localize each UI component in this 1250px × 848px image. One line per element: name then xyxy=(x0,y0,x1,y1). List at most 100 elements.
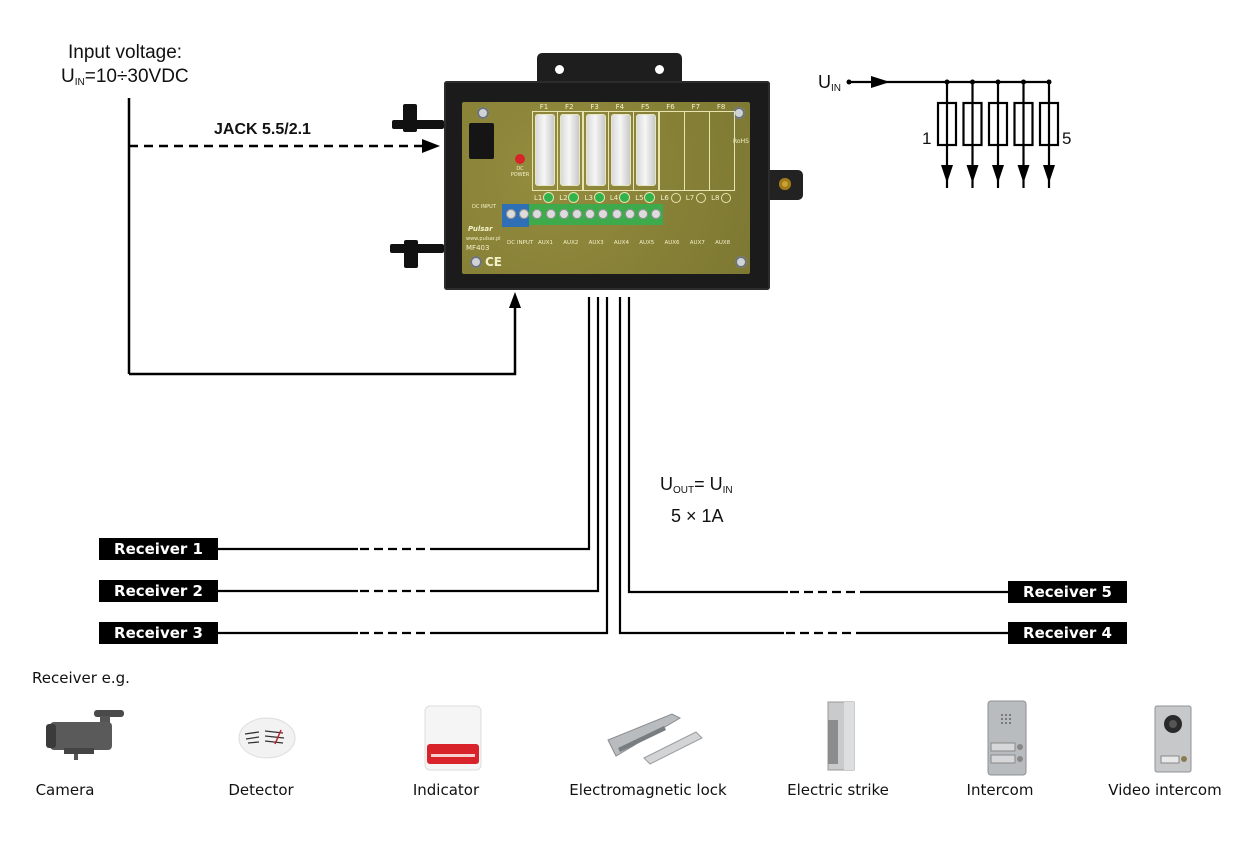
fuse-resistor-symbol xyxy=(1038,101,1060,147)
board-screw xyxy=(735,256,747,268)
aux-output-label: AUX2 xyxy=(563,240,579,246)
output-arrow-icon xyxy=(941,165,953,183)
led-on xyxy=(594,193,604,202)
power-led xyxy=(515,154,525,164)
example-label-indicator: Indicator xyxy=(412,781,480,799)
aux-output-label: AUX3 xyxy=(588,240,604,246)
fuse-label: F1 xyxy=(539,103,549,111)
output-wire-5 xyxy=(627,297,1008,594)
board-screw xyxy=(477,107,489,119)
glass-fuse xyxy=(585,114,606,186)
terminal-screw xyxy=(506,209,516,219)
fuse-resistor-symbol xyxy=(936,101,958,147)
schematic-uin-label: UIN xyxy=(818,72,841,94)
terminal-screw xyxy=(572,209,582,219)
detector-icon xyxy=(238,717,296,759)
wire-breaks xyxy=(358,545,868,637)
output-wire-1 xyxy=(218,297,591,551)
input-voltage-value: UIN=10÷30VDC xyxy=(61,66,189,88)
mounting-hole xyxy=(655,65,664,74)
fuse-resistor-symbol xyxy=(987,101,1009,147)
schematic-first-channel: 1 xyxy=(922,129,932,148)
camera-icon xyxy=(46,710,124,760)
example-label-electric-strike: Electric strike xyxy=(787,781,889,799)
website-label: www.pulsar.pl xyxy=(466,236,501,242)
dc-input-label: DC INPUT xyxy=(472,204,496,210)
output-arrow-icon xyxy=(966,165,979,183)
schematic-last-channel: 5 xyxy=(1062,129,1072,148)
example-label-detector: Detector xyxy=(228,781,294,799)
terminal-input-wire xyxy=(129,308,517,376)
receiver-5-label: Receiver 5 xyxy=(1008,581,1127,603)
fuse-label: F8 xyxy=(716,103,726,111)
led-on xyxy=(569,193,579,202)
aux-output-label: AUX8 xyxy=(715,240,731,246)
terminal-screw xyxy=(651,209,662,219)
fuse-slot xyxy=(683,111,710,191)
output-arrow-icon xyxy=(992,165,1004,183)
example-label-intercom: Intercom xyxy=(966,781,1034,799)
led-label: L5 xyxy=(635,194,644,202)
mounting-hole xyxy=(555,65,564,74)
aux-output-label: AUX5 xyxy=(639,240,655,246)
fuse-label: F3 xyxy=(590,103,599,111)
fuse-label: F5 xyxy=(640,103,650,111)
terminal-arrow-icon xyxy=(509,292,521,308)
receiver-4-label: Receiver 4 xyxy=(1008,622,1127,644)
fuse-resistor-symbol xyxy=(962,101,983,147)
schematic-channel-5 xyxy=(1038,79,1060,188)
example-label-electromagnetic-lock: Electromagnetic lock xyxy=(569,781,727,799)
fuse-label: F6 xyxy=(666,103,675,111)
glass-fuse xyxy=(535,114,555,186)
fuse-resistor-symbol xyxy=(1013,101,1034,147)
glass-fuse xyxy=(560,114,581,186)
dc-power-label: DC POWER xyxy=(510,166,530,178)
jack-label: JACK 5.5/2.1 xyxy=(214,121,311,138)
led-label: L3 xyxy=(584,194,593,202)
uin-range: =10÷30VDC xyxy=(84,66,189,87)
fuse-label: F4 xyxy=(615,103,625,111)
led-label: L8 xyxy=(711,194,720,202)
output-current-label: 5 × 1A xyxy=(671,506,724,526)
cable-clip xyxy=(404,240,418,268)
schematic-channel-3 xyxy=(987,79,1009,188)
led-on xyxy=(645,193,655,202)
fuse-label: F7 xyxy=(691,103,701,111)
schematic-channel-4 xyxy=(1013,79,1034,188)
input-voltage-title: Input voltage: xyxy=(68,42,183,63)
indicator-icon xyxy=(424,705,482,771)
aux-output-label: AUX1 xyxy=(538,240,554,246)
glass-fuse xyxy=(636,114,657,186)
example-label-video-intercom: Video intercom xyxy=(1108,781,1222,799)
electromagnetic-lock-icon xyxy=(607,713,703,765)
uin-subscript: IN xyxy=(74,77,85,88)
led-empty xyxy=(695,193,706,203)
terminal-screw xyxy=(532,209,543,219)
led-label: L4 xyxy=(609,194,619,202)
rohs-label: RoHS xyxy=(733,138,749,145)
aux-output-label: AUX4 xyxy=(613,240,629,246)
example-label-camera: Camera xyxy=(35,781,95,799)
output-voltage-label: UOUT= UIN xyxy=(660,474,733,496)
aux-output-label: AUX7 xyxy=(689,240,705,246)
terminal-screw xyxy=(519,209,530,219)
led-label: L7 xyxy=(685,194,695,202)
output-wire-3 xyxy=(218,297,609,635)
board-screw xyxy=(733,107,745,119)
output-wires xyxy=(218,297,1008,635)
intercom-icon xyxy=(987,700,1027,776)
distribution-schematic xyxy=(849,79,1060,188)
led-empty xyxy=(670,193,681,203)
output-arrow-icon xyxy=(1043,165,1055,183)
terminal-screw xyxy=(611,209,622,219)
jack-arrow-icon xyxy=(422,139,440,153)
glass-fuse xyxy=(610,114,631,186)
examples-title: Receiver e.g. xyxy=(32,669,130,687)
terminal-screw xyxy=(624,209,635,219)
led-on xyxy=(544,193,553,202)
receiver-1-label: Receiver 1 xyxy=(99,538,218,560)
terminal-screw xyxy=(545,209,556,219)
fuse-slot xyxy=(709,111,736,191)
output-arrow-icon xyxy=(1017,165,1030,183)
